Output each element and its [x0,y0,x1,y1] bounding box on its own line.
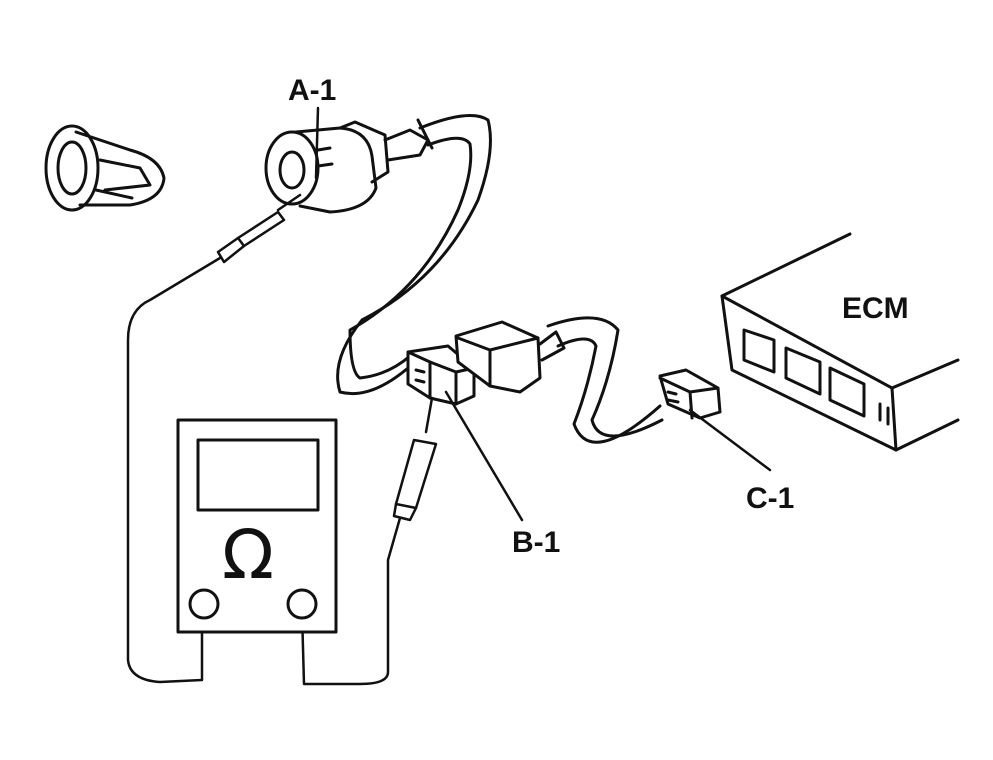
connector-c1 [658,368,722,420]
ohmmeter [176,418,338,634]
connector-a1 [264,120,430,214]
sensor-body [44,124,166,212]
wire-harness-a-to-b [336,114,492,396]
probe-lead-right [300,396,438,686]
ecm-box [720,232,960,452]
label-ecm: ECM [842,292,909,325]
wire-harness-b-to-c [546,316,664,444]
label-b1: B-1 [512,526,561,559]
label-c1: C-1 [746,482,795,515]
label-a1: A-1 [288,74,337,107]
probe-lead-left [126,193,302,684]
connector-b1 [406,320,566,406]
ohm-symbol: Ω [222,516,274,595]
label-leaders [314,106,772,522]
